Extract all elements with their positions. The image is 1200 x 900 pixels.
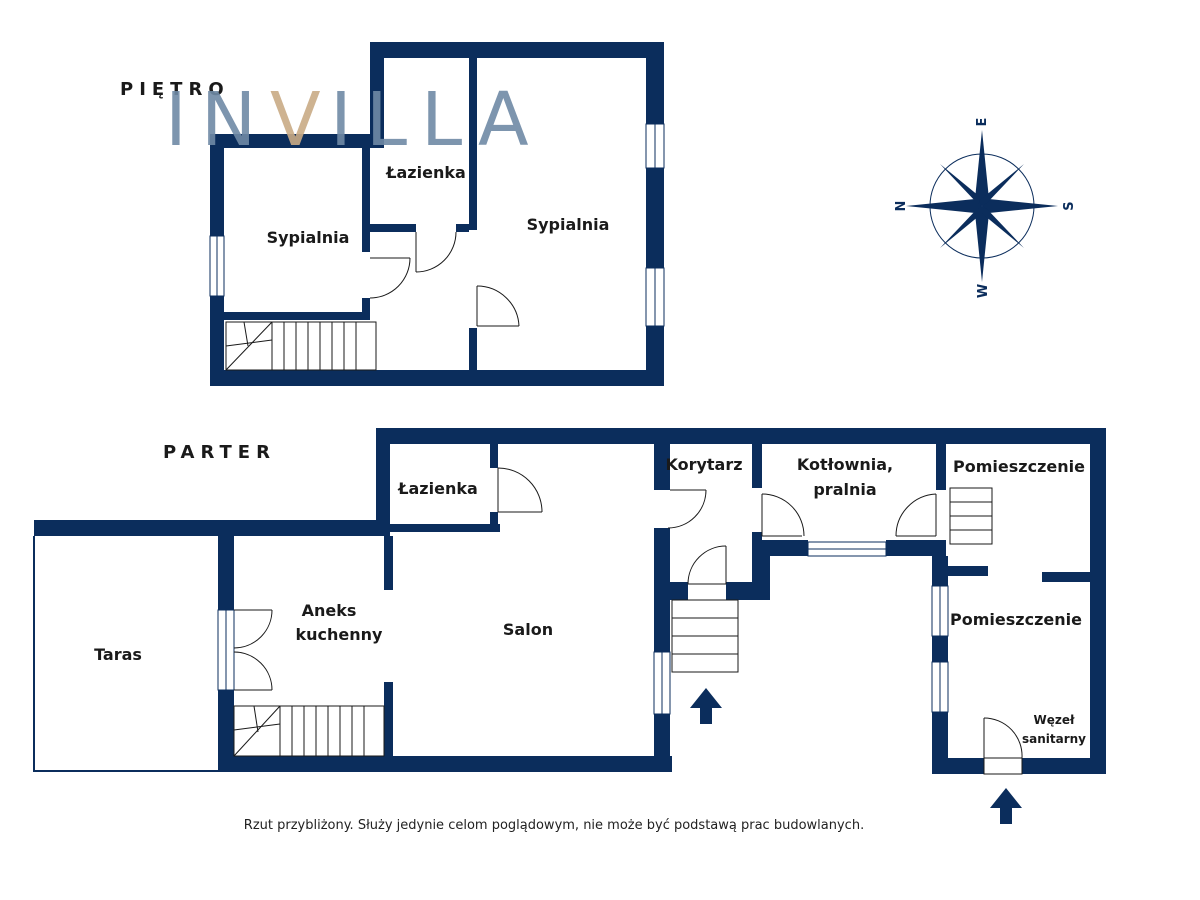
floor-label-ground: PARTER [163,442,276,463]
entrance-steps [671,599,739,673]
wall [370,42,384,148]
compass-west-letter: W [976,284,991,298]
door [497,467,543,513]
room-label-living-room: Salon [503,620,553,639]
room-label-room-lower: Pomieszczenie [950,610,1082,629]
door [667,489,707,529]
wall [654,528,670,652]
wall [362,148,370,252]
wall [384,536,393,590]
entrance-arrow-icon [690,688,722,724]
wall [218,690,234,772]
wall [370,42,664,58]
compass-north-letter: N [894,201,909,212]
door [233,609,273,691]
logo-text-accent: V [270,77,335,163]
wall [762,540,808,556]
staircase [225,321,377,371]
room-label-boiler-line1: Kotłownia, [797,455,893,474]
door [895,493,937,537]
wall [469,58,477,230]
door [415,231,457,273]
ground-floor: Taras Aneks kuchenny Salon Łazienka Kory… [33,428,1106,824]
wall [654,444,670,490]
wall [376,428,1106,444]
wall [390,524,500,532]
disclaimer-text: Rzut przybliżony. Służy jedynie celom po… [244,818,864,833]
wall [932,556,948,586]
wall [946,566,988,576]
staircase [233,705,385,757]
room-label-kitchenette-line1: Aneks [302,601,357,620]
wall [34,520,224,536]
room-label-sanitary-line1: Węzeł [1034,713,1075,727]
wall [1022,758,1106,774]
wall [456,224,469,232]
door [369,257,411,299]
room-label-corridor: Korytarz [665,455,742,474]
wall [469,328,477,376]
wall [490,512,498,532]
wall [932,758,984,774]
wall [384,682,393,756]
logo-text-right: ILLA [330,77,543,163]
wall [218,756,672,772]
wall [218,520,388,536]
door [476,285,520,327]
room-label-terrace: Taras [94,645,142,664]
door [687,545,727,585]
logo-text-left: IN [165,77,270,163]
room-label-kitchenette-line2: kuchenny [296,625,384,644]
wall [210,134,378,148]
entrance-arrow-icon [990,788,1022,824]
wall [646,42,664,386]
wall [362,298,370,318]
wall [210,370,664,386]
wall [754,554,770,600]
compass-rose: E N S W [894,118,1077,299]
wall [654,714,670,772]
room-label-upper-bedroom-left: Sypialnia [267,228,350,247]
wall [886,540,946,556]
wall [670,582,688,600]
wall [932,636,948,662]
room-label-upper-bedroom-right: Sypialnia [527,215,610,234]
wall [1042,572,1090,582]
room-label-upper-bathroom: Łazienka [385,163,466,182]
room-label-boiler-line2: pralnia [813,480,876,499]
wall [376,428,390,536]
wall [936,444,946,490]
wall [224,312,370,320]
floor-label-upper: PIĘTRO [120,79,230,100]
wall [218,536,234,610]
compass-south-letter: S [1062,201,1077,210]
door [761,493,805,537]
door [983,717,1023,775]
wall [490,444,498,468]
upper-floor: Sypialnia Łazienka Sypialnia [209,42,665,386]
staircase [949,487,993,545]
room-label-sanitary-line2: sanitarny [1022,732,1086,746]
wall [752,444,762,488]
compass-east-letter: E [975,118,990,127]
room-label-room-upper: Pomieszczenie [953,457,1085,476]
room-label-ground-bathroom: Łazienka [397,479,478,498]
brand-logo: IN V ILLA [165,77,543,163]
wall [370,224,416,232]
wall [1090,428,1106,774]
